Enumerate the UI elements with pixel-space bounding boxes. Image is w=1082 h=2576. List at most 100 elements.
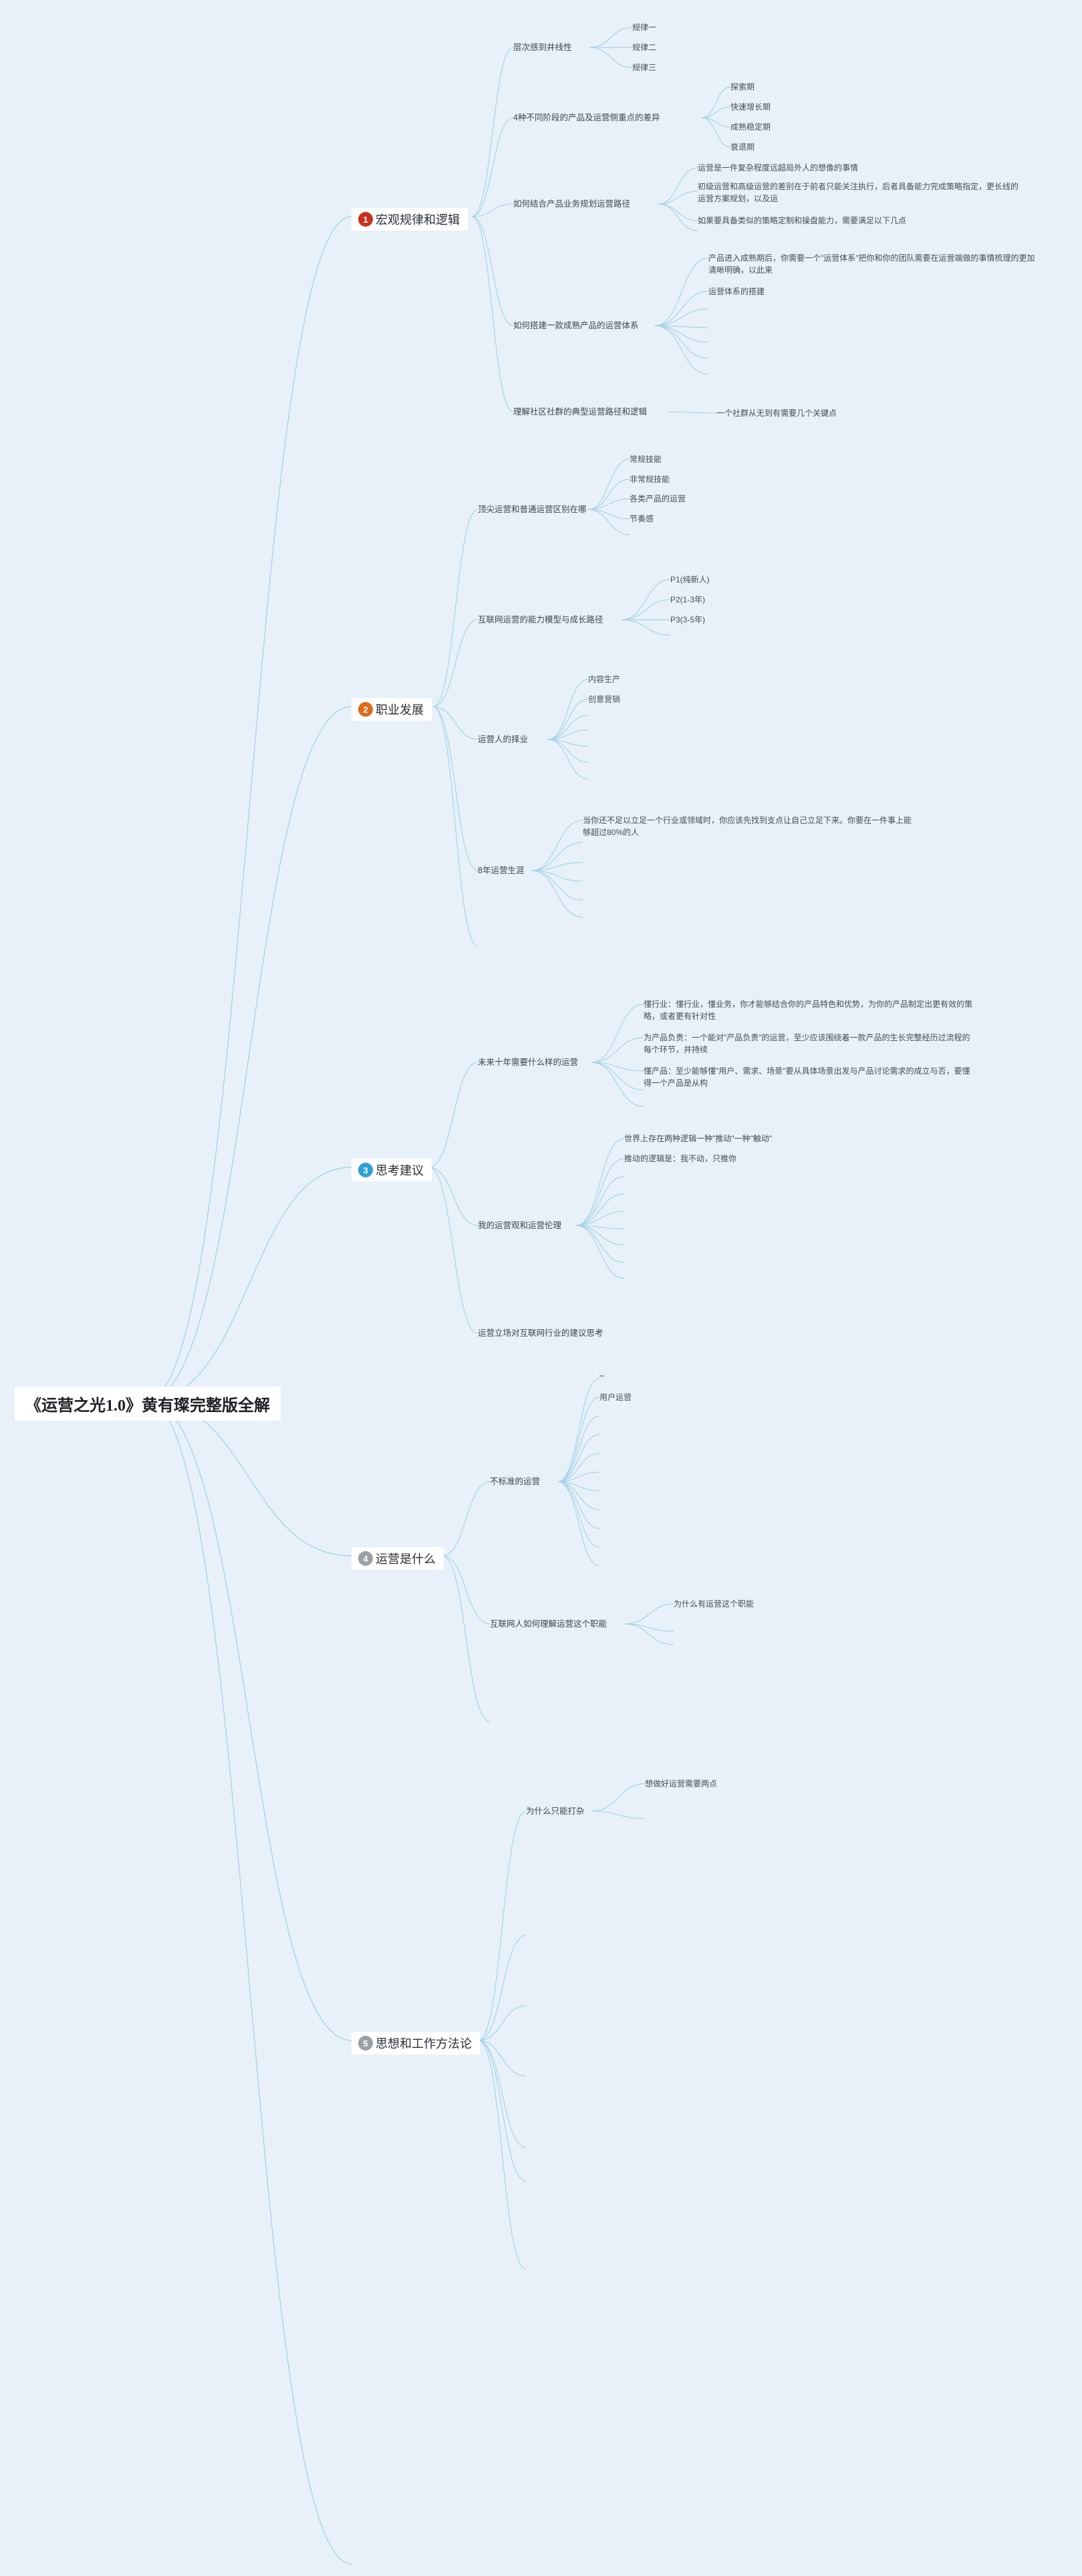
connector	[587, 498, 630, 510]
topic-four-stages[interactable]: 4种不同阶段的产品及运营侧重点的差异	[513, 113, 660, 122]
connector	[587, 509, 630, 536]
connector	[531, 870, 583, 918]
topic-hierarchy[interactable]: 层次感到井线性	[513, 43, 572, 52]
leaf-creative-marketing[interactable]: 创意营销	[588, 695, 621, 704]
leaf-rule-1[interactable]: 规律一	[632, 23, 657, 32]
connector	[478, 2040, 527, 2148]
leaf-two-logics[interactable]: 世界上存在两种逻辑一种"推动"一种"触动"	[624, 1134, 773, 1143]
connector	[654, 325, 709, 328]
connector	[654, 308, 709, 326]
connector	[654, 325, 709, 343]
connector	[478, 1810, 527, 2041]
connector	[547, 739, 589, 780]
connector	[146, 1399, 352, 2565]
connector	[478, 2040, 527, 2077]
leaf-know-product[interactable]: 懂产品：至少能够懂"用户、需求、场景"要从具体场景出发与产品讨论需求的成立与否，…	[644, 1066, 970, 1088]
connector	[624, 1623, 674, 1645]
connector	[531, 870, 583, 882]
leaf-complexity[interactable]: 运营是一件复杂程度远超局外人的想像的事情	[698, 163, 859, 172]
leaf-product-operation[interactable]: 各类产品的运营	[630, 494, 686, 503]
connector	[557, 1453, 600, 1482]
branch-thinking[interactable]: 3 思考建议	[352, 1159, 432, 1181]
connector	[547, 679, 589, 740]
connector	[624, 1603, 674, 1625]
connector	[621, 599, 671, 620]
connector	[428, 1167, 479, 1226]
connector	[432, 619, 479, 707]
leaf-mature-stage[interactable]: 成熟稳定期	[730, 122, 771, 132]
topic-why-odd-jobs[interactable]: 为什么只能打杂	[526, 1806, 585, 1816]
leaf-strategy-ability[interactable]: 如果要具备类似的策略定制和操盘能力，需要满足以下几点	[698, 216, 907, 225]
connector	[146, 1399, 352, 2041]
connector	[478, 2040, 527, 2270]
connector	[668, 411, 717, 414]
leaf-push-logic[interactable]: 推动的逻辑是：我不动，只推你	[624, 1154, 737, 1163]
branch-methodology[interactable]: 5 思想和工作方法论	[352, 2032, 480, 2055]
leaf-community-keypoints[interactable]: 一个社群从无到有需要几个关键点	[716, 408, 837, 418]
topic-eight-years[interactable]: 8年运营生涯	[478, 866, 525, 875]
leaf-special-skills[interactable]: 非常规技能	[630, 475, 670, 484]
leaf-p2[interactable]: P2(1-3年)	[670, 595, 706, 604]
branch-what-is-operation[interactable]: 4 运营是什么	[352, 1547, 444, 1570]
number-badge-4: 4	[358, 1551, 373, 1566]
connector	[557, 1434, 600, 1482]
connector	[621, 579, 671, 620]
connector	[531, 820, 583, 871]
connector	[575, 1158, 625, 1226]
leaf-product-owner[interactable]: 为产品负责：一个能对"产品负责"的运营，至少应该围绕着一款产品的生长完整经历过流…	[644, 1033, 970, 1054]
leaf-empty-quotes[interactable]: ""	[599, 1375, 605, 1382]
connector	[654, 325, 709, 375]
topic-industry-advice[interactable]: 运营立场对互联网行业的建议思考	[478, 1328, 603, 1338]
leaf-rhythm[interactable]: 节奏感	[630, 514, 654, 523]
leaf-user-operation[interactable]: 用户运营	[599, 1393, 632, 1402]
branch-label: 职业发展	[376, 703, 424, 717]
connector	[557, 1415, 600, 1482]
leaf-content-production[interactable]: 内容生产	[588, 675, 621, 684]
topic-community[interactable]: 理解社区社群的典型运营路径和逻辑	[513, 407, 648, 417]
leaf-why-operation[interactable]: 为什么有运营这个职能	[674, 1599, 755, 1609]
topic-operation-system[interactable]: 如何搭建一款成熟产品的运营体系	[513, 321, 639, 330]
root-topic[interactable]: 《运营之光1.0》黄有璨完整版全解	[15, 1387, 281, 1421]
leaf-mature-system[interactable]: 产品进入成熟期后，你需要一个"运营体系"把你和你的团队需要在运营端做的事情梳理的…	[708, 253, 1035, 275]
connector	[557, 1472, 600, 1482]
topic-career-choice[interactable]: 运营人的择业	[478, 735, 529, 744]
connector	[621, 619, 671, 636]
leaf-growth-stage[interactable]: 快速增长期	[730, 102, 771, 112]
leaf-explore-stage[interactable]: 探索期	[730, 82, 755, 92]
topic-future-operation[interactable]: 未来十年需要什么样的运营	[478, 1058, 579, 1067]
leaf-rule-2[interactable]: 规律二	[632, 43, 657, 52]
topic-understand-operation[interactable]: 互联网人如何理解运营这个职能	[490, 1619, 607, 1629]
connector	[654, 257, 709, 326]
connector	[591, 1062, 644, 1107]
leaf-decline-stage[interactable]: 衰退期	[730, 142, 755, 152]
leaf-p1[interactable]: P1(纯新人)	[670, 575, 710, 584]
leaf-two-points[interactable]: 想做好运营需要两点	[645, 1779, 718, 1788]
connector	[471, 47, 514, 217]
leaf-system-building[interactable]: 运营体系的搭建	[708, 287, 765, 296]
connector	[531, 842, 583, 871]
topic-nonstandard-operation[interactable]: 不标准的运营	[490, 1477, 541, 1486]
leaf-foothold[interactable]: 当你还不足以立足一个行业或领域时，你应该先找到支点让自己立足下来。你要在一件事上…	[583, 816, 912, 837]
connector	[471, 203, 514, 217]
connector	[575, 1176, 625, 1226]
leaf-regular-skills[interactable]: 常规技能	[630, 455, 662, 464]
connector	[428, 1167, 479, 1334]
connector	[701, 106, 731, 118]
leaf-junior-senior[interactable]: 初级运营和高级运营的差别在于前者只能关注执行，后者具备能力完成策略指定，更长线的…	[698, 182, 1019, 203]
connector	[575, 1211, 625, 1226]
connector	[557, 1397, 600, 1482]
topic-top-vs-normal[interactable]: 顶尖运营和普通运营区别在哪	[478, 505, 587, 514]
branch-career[interactable]: 2 职业发展	[352, 698, 432, 721]
leaf-p3[interactable]: P3(3-5年)	[670, 615, 706, 624]
connector	[557, 1481, 600, 1510]
connector	[471, 216, 514, 326]
connector	[432, 706, 479, 740]
topic-operation-ethics[interactable]: 我的运营观和运营伦理	[478, 1221, 562, 1230]
branch-macro-rules[interactable]: 1 宏观规律和逻辑	[352, 208, 468, 231]
topic-ability-model[interactable]: 互联网运营的能力模型与成长路径	[478, 615, 603, 624]
leaf-rule-3[interactable]: 规律三	[632, 63, 657, 72]
leaf-know-industry[interactable]: 懂行业：懂行业，懂业务，你才能够结合你的产品特色和优势，为你的产品制定出更有效的…	[644, 1000, 973, 1021]
connector	[547, 699, 589, 740]
topic-operation-path[interactable]: 如何结合产品业务规划运营路径	[513, 199, 631, 209]
